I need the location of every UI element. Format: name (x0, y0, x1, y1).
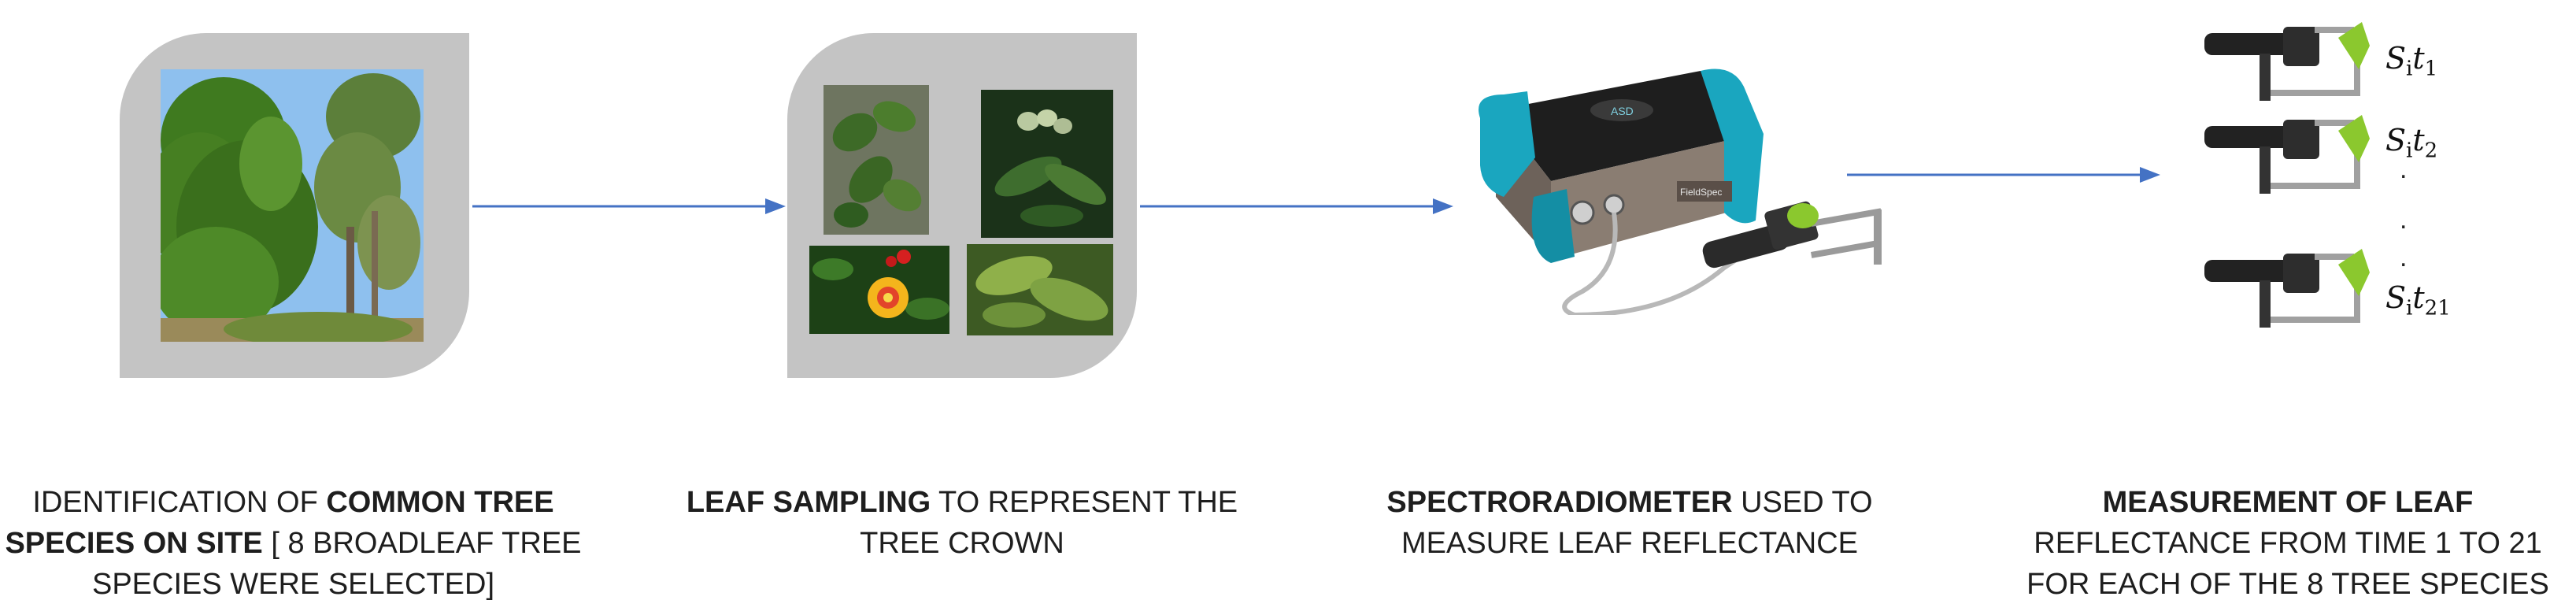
caption-spectroradiometer: SPECTRORADIOMETER USED TO MEASURE LEAF R… (1354, 482, 1905, 564)
caption-3-part-1: SPECTRORADIOMETER (1386, 486, 1733, 519)
measurement-label-t1: Sit1 (2385, 41, 2438, 81)
caption-2-part-1: LEAF SAMPLING (686, 486, 931, 519)
leaf-photo-3 (809, 246, 949, 334)
caption-4-part-2: REFLECTANCE FROM TIME 1 TO 21 FOR EACH O… (2026, 527, 2549, 601)
caption-1-part-1: IDENTIFICATION OF (32, 486, 327, 519)
caption-1-part-3: [ 8 BROADLEAF TREE SPECIES WERE SELECTED… (91, 527, 582, 601)
leaf-photo-4 (967, 244, 1113, 335)
leaf-clip-probe-2 (2204, 115, 2370, 194)
ellipsis-dot-1: . (2400, 154, 2408, 184)
device-name-label: FieldSpec (1680, 187, 1722, 198)
caption-measurement: MEASUREMENT OF LEAF REFLECTANCE FROM TIM… (2000, 482, 2576, 605)
arrow-3 (1847, 167, 2160, 183)
ellipsis-dot-2: . (2400, 205, 2408, 235)
ellipsis-dot-3: . (2400, 243, 2408, 272)
measurement-label-t21: Sit21 (2385, 280, 2451, 320)
leaf-photo-1 (824, 85, 929, 235)
caption-leaf-sampling: LEAF SAMPLING TO REPRESENT THE TREE CROW… (679, 482, 1245, 564)
caption-1-part-2: COMMON TREE SPECIES ON SITE (5, 486, 554, 560)
arrow-1 (472, 198, 786, 214)
leaf-clip-probe-3 (2204, 249, 2370, 328)
leaf-clip-probe-1 (2204, 22, 2370, 101)
tree-photo (161, 69, 424, 342)
leaf-photo-2 (981, 90, 1113, 238)
caption-3-part-2: USED TO MEASURE LEAF REFLECTANCE (1401, 486, 1873, 560)
arrow-2 (1140, 198, 1453, 214)
measurement-label-t2: Sit2 (2385, 123, 2438, 163)
caption-species-identification: IDENTIFICATION OF COMMON TREE SPECIES ON… (0, 482, 587, 605)
spectroradiometer-device: ASD FieldSpec (1479, 69, 1882, 315)
caption-4-part-1: MEASUREMENT OF LEAF (2102, 486, 2474, 519)
device-brand-label: ASD (1611, 105, 1634, 117)
caption-2-part-2: TO REPRESENT THE TREE CROWN (860, 486, 1238, 560)
